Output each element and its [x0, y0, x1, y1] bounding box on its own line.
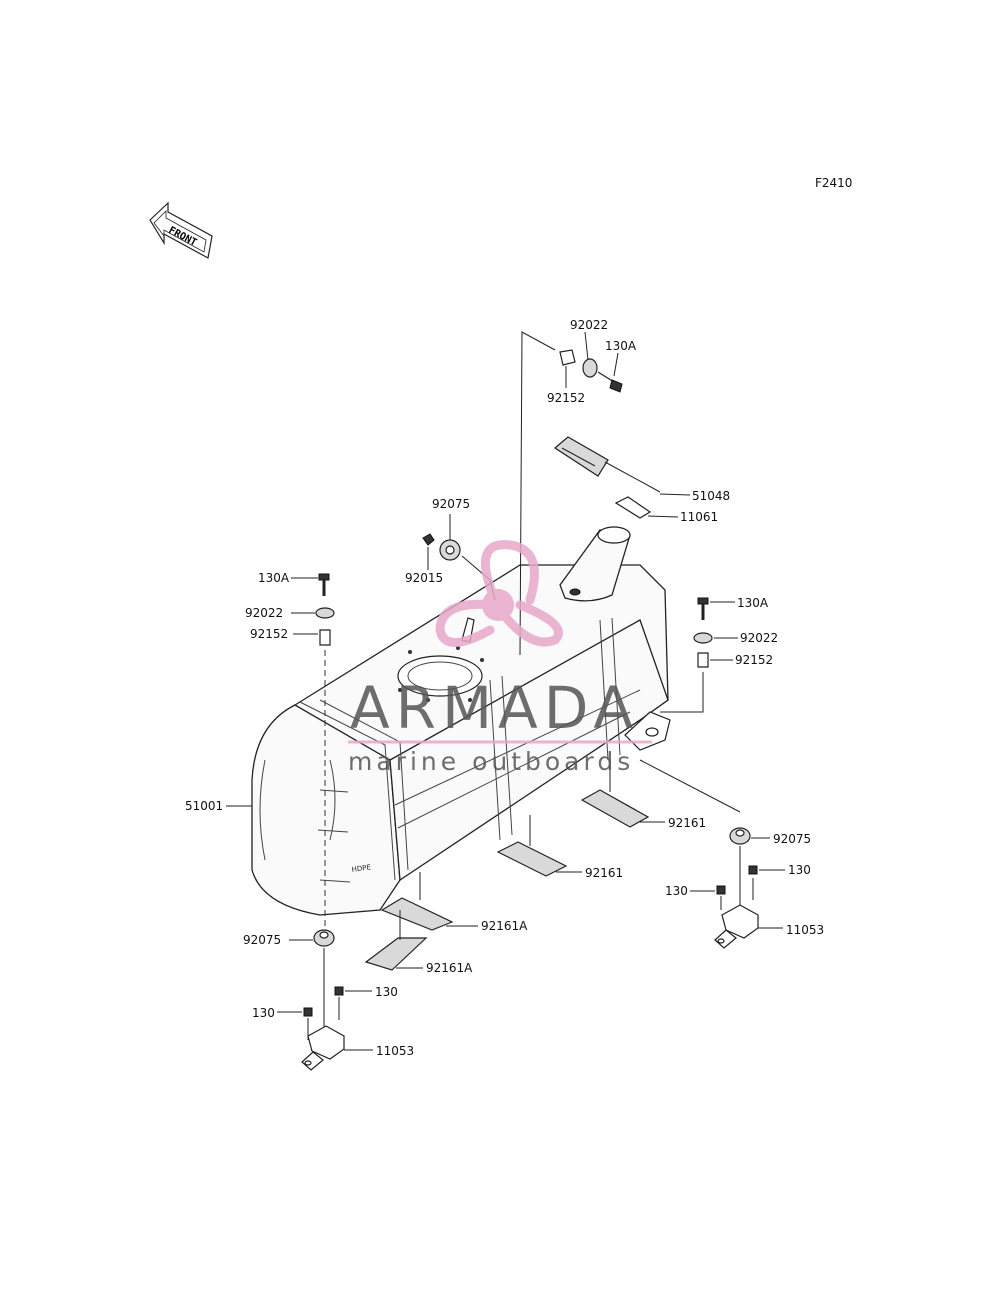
- label-92161A-lower: 92161A: [426, 961, 473, 975]
- leader-line: [609, 760, 665, 823]
- bolt-130-right-b: [716, 885, 726, 895]
- washer-92022-top: [582, 358, 598, 378]
- label-11053-right: 11053: [786, 923, 824, 937]
- label-130-right-b: 130: [665, 884, 688, 898]
- leader-line: [338, 990, 372, 1020]
- label-92161A-upper: 92161A: [481, 919, 528, 933]
- label-130A-left: 130A: [258, 571, 290, 585]
- label-130-right-a: 130: [788, 863, 811, 877]
- propeller-logo-icon: [435, 540, 563, 647]
- label-92075-right: 92075: [773, 832, 811, 846]
- label-92161-right: 92161: [668, 816, 706, 830]
- label-11053-left: 11053: [376, 1044, 414, 1058]
- leader-line: [277, 1011, 309, 1040]
- pad-92161A-lower: [364, 937, 428, 971]
- bracket-11053-right: [714, 904, 759, 949]
- leader-line: [720, 846, 754, 910]
- label-130-left-b: 130: [252, 1006, 275, 1020]
- leader-line: [659, 493, 691, 496]
- front-arrow-icon: FRONT: [149, 201, 213, 259]
- armada-watermark: ARMADA marine outboards: [348, 540, 652, 776]
- label-92161-center: 92161: [585, 866, 623, 880]
- pad-92161-right: [580, 789, 650, 828]
- fuel-tank: HDPE: [251, 526, 671, 916]
- damper-92075-left: [313, 929, 335, 947]
- figure-code: F2410: [815, 176, 852, 190]
- nut-92015: [422, 533, 435, 546]
- watermark-tagline: marine outboards: [348, 747, 634, 776]
- bolt-130A-left: [318, 573, 330, 596]
- bolt-130A-top: [597, 371, 623, 393]
- label-92152-top: 92152: [547, 391, 585, 405]
- collar-92152-left: [319, 629, 331, 646]
- gasket-11061: [614, 496, 652, 519]
- label-130A-top: 130A: [605, 339, 637, 353]
- label-92022-top: 92022: [570, 318, 608, 332]
- bolt-130-right-a: [748, 865, 758, 875]
- label-92075-left: 92075: [243, 933, 281, 947]
- bracket-11053-left: [301, 1025, 345, 1071]
- label-92152-left: 92152: [250, 627, 288, 641]
- bolt-130A-right: [697, 597, 709, 620]
- label-130A-right: 130A: [737, 596, 769, 610]
- label-51048: 51048: [692, 489, 730, 503]
- bolt-130-left-a: [334, 986, 344, 996]
- leader-line: [529, 815, 582, 873]
- leader-line: [396, 910, 423, 969]
- label-92022-right: 92022: [740, 631, 778, 645]
- collar-92152-top: [559, 349, 576, 366]
- bolt-130-left-b: [303, 1007, 313, 1017]
- leader-line: [419, 872, 478, 927]
- hdpe-mark: HDPE: [351, 863, 371, 874]
- collar-92152-right: [697, 652, 709, 668]
- washer-92022-left: [315, 607, 335, 619]
- label-51001: 51001: [185, 799, 223, 813]
- leader-line: [647, 515, 679, 518]
- label-92015: 92015: [405, 571, 443, 585]
- label-92152-right: 92152: [735, 653, 773, 667]
- leader-line: [660, 672, 704, 713]
- leader-line: [613, 352, 619, 377]
- washer-92022-right: [693, 632, 713, 644]
- watermark-brand: ARMADA: [350, 674, 639, 742]
- label-11061: 11061: [680, 510, 718, 524]
- pad-92161A-upper: [380, 897, 454, 931]
- label-92022-left: 92022: [245, 606, 283, 620]
- cap-strap-51048: [553, 436, 661, 493]
- label-130-left-a: 130: [375, 985, 398, 999]
- damper-92075-mid: [439, 539, 461, 561]
- leader-line: [639, 759, 741, 813]
- damper-92075-right: [729, 827, 751, 845]
- leader-line: [584, 331, 589, 361]
- pad-92161-center: [496, 841, 568, 877]
- label-92075-mid: 92075: [432, 497, 470, 511]
